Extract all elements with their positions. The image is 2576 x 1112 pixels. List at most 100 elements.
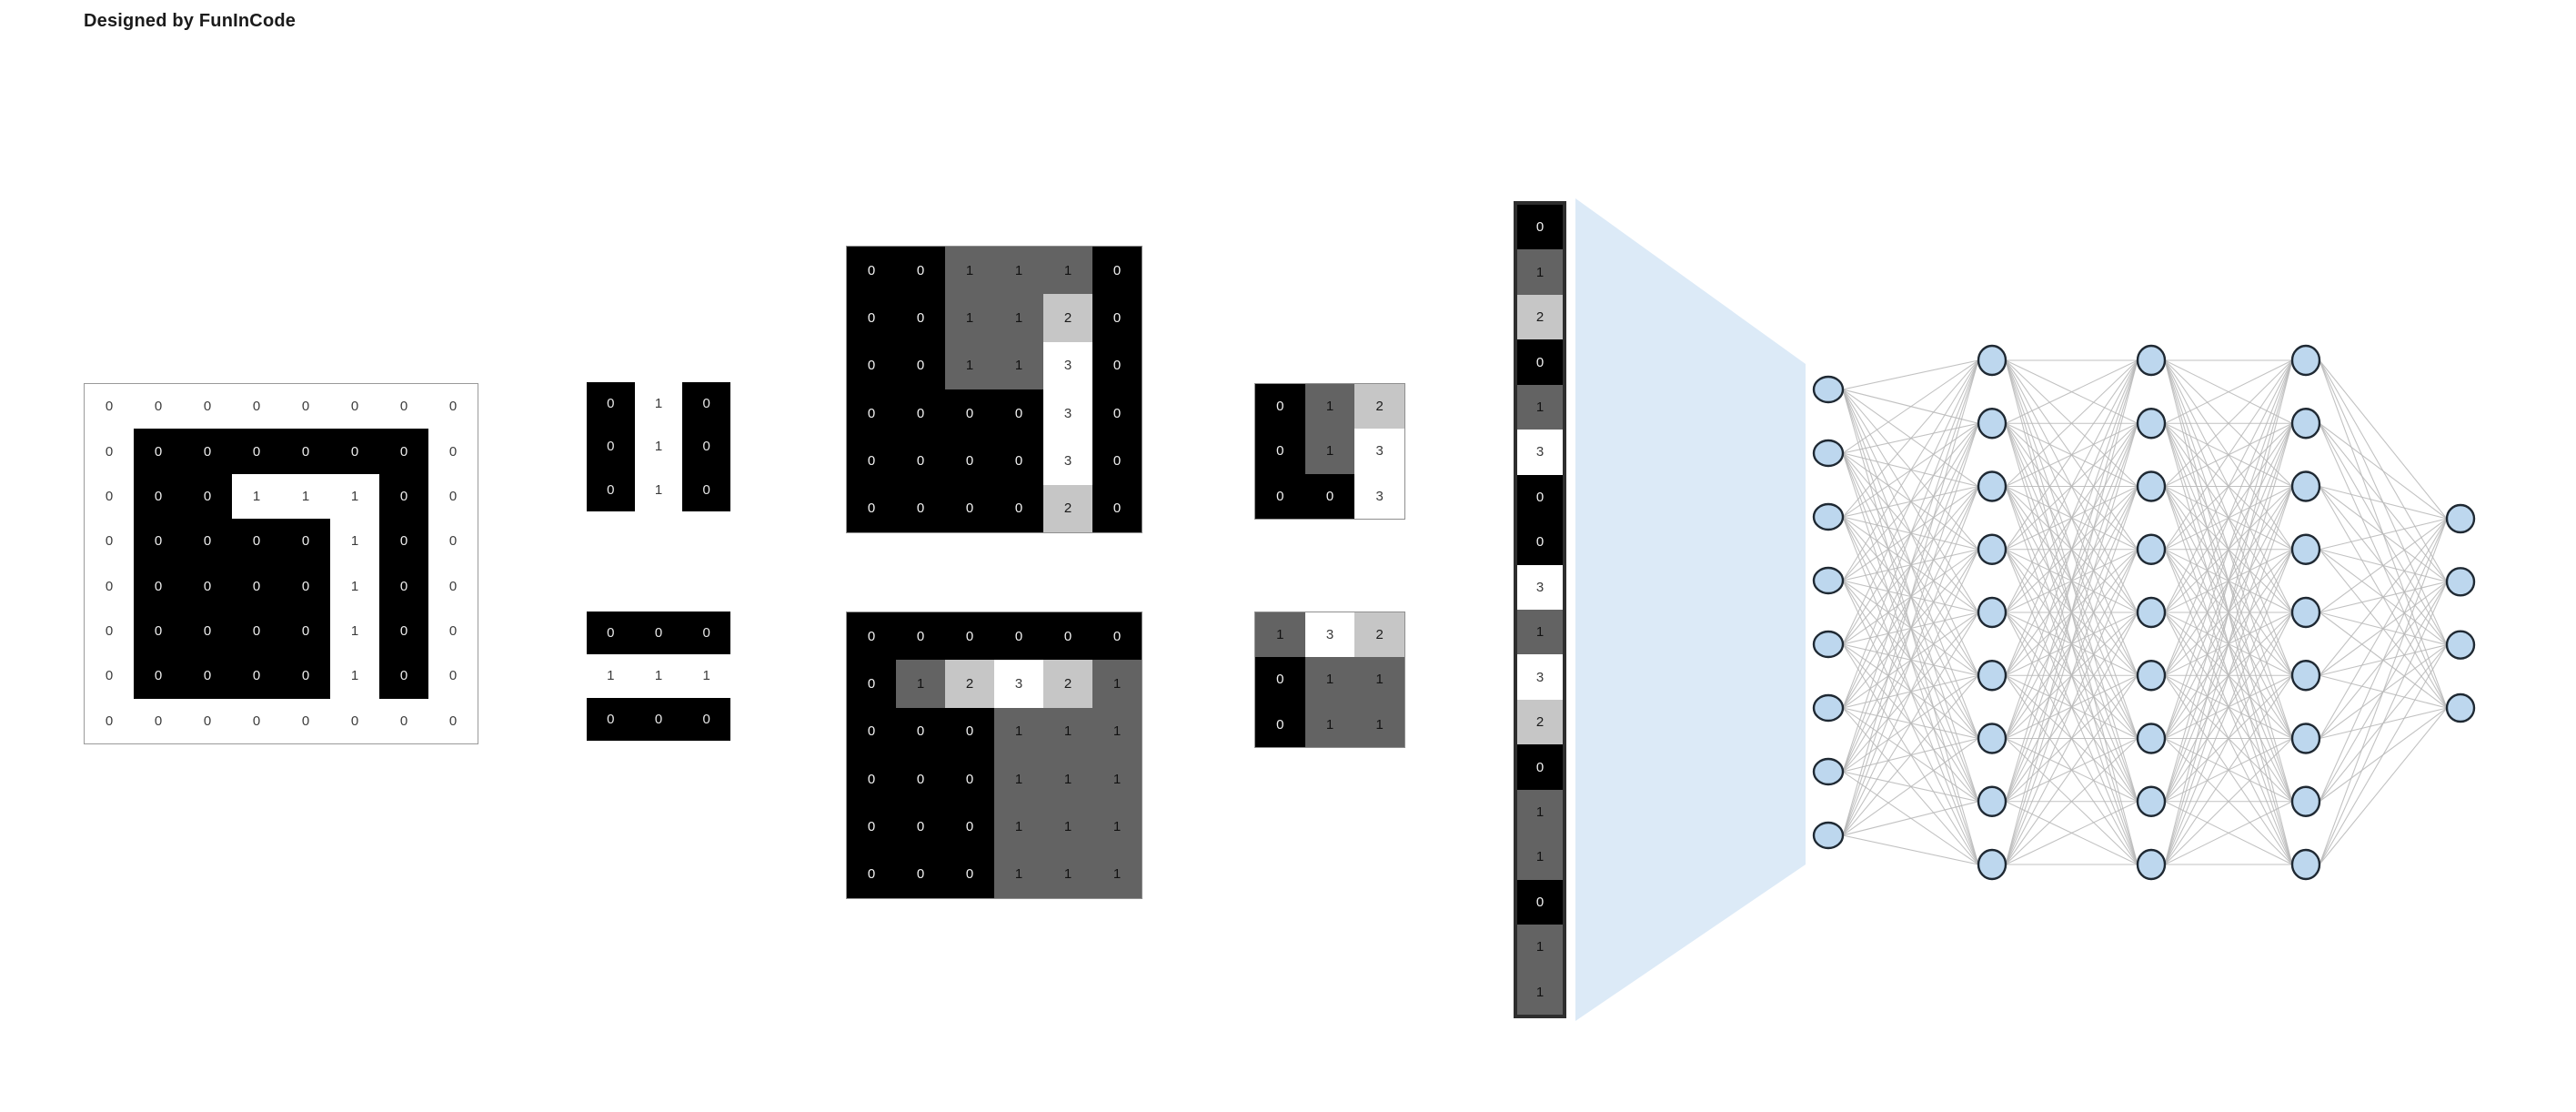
horizontal-edge-kernel-cell: 0 xyxy=(682,612,730,655)
input-image-cell: 0 xyxy=(85,429,134,474)
network-node-l4-n1 xyxy=(2445,567,2476,597)
network-edge xyxy=(2164,422,2293,613)
network-edge xyxy=(2319,422,2448,520)
network-edge xyxy=(1842,801,1979,836)
network-node-l2-n3 xyxy=(2136,533,2167,565)
network-node-l4-n0 xyxy=(2445,503,2476,534)
network-node-l0-n7 xyxy=(1812,821,1845,850)
network-node-l2-n1 xyxy=(2136,408,2167,440)
flatten-vector-cell: 1 xyxy=(1517,384,1563,430)
network-edge xyxy=(2319,486,2448,709)
network-edge xyxy=(2005,486,2138,551)
network-edge xyxy=(2005,359,2138,865)
network-edge xyxy=(1842,389,1979,424)
network-edge xyxy=(2005,801,2138,865)
network-edge xyxy=(2164,549,2293,865)
designer-credit: Designed by FunInCode xyxy=(84,11,297,31)
input-image-cell: 0 xyxy=(428,384,478,430)
network-edges xyxy=(1842,359,2448,865)
network-edge xyxy=(2164,612,2293,676)
feature-map-vertical-cell: 0 xyxy=(847,247,896,295)
feature-map-vertical-cell: 0 xyxy=(847,437,896,485)
network-edge xyxy=(2319,644,2448,739)
network-edge xyxy=(2005,486,2138,676)
network-edge xyxy=(2005,612,2138,865)
network-edge xyxy=(2005,549,2138,739)
input-image-cell: 0 xyxy=(134,519,183,564)
network-edge xyxy=(1842,422,1979,518)
input-image-cell: 0 xyxy=(330,429,379,474)
network-edge xyxy=(2005,359,2138,676)
input-image-cell: 0 xyxy=(379,519,428,564)
input-image-cell: 0 xyxy=(134,608,183,654)
vertical-edge-kernel-cell: 1 xyxy=(634,382,683,426)
input-image-cell: 0 xyxy=(379,429,428,474)
network-edge xyxy=(2005,359,2138,739)
network-edge xyxy=(2005,738,2138,865)
input-image-cell: 0 xyxy=(232,519,281,564)
network-edge xyxy=(2005,612,2138,739)
feature-map-vertical-cell: 0 xyxy=(896,247,945,295)
feature-map-horizontal-cell: 1 xyxy=(1092,850,1142,898)
network-edge xyxy=(1842,359,1979,836)
network-edge xyxy=(2164,486,2293,551)
pooled-map-vertical-cell: 3 xyxy=(1354,429,1404,474)
network-edge xyxy=(2005,486,2138,802)
pooled-map-horizontal-cell: 3 xyxy=(1304,612,1355,658)
pooled-map-horizontal-cell: 1 xyxy=(1304,702,1355,747)
feature-map-vertical-cell: 0 xyxy=(896,437,945,485)
feature-map-horizontal-cell: 2 xyxy=(1043,660,1092,708)
input-image-cell: 0 xyxy=(379,653,428,699)
network-edge xyxy=(1842,612,1979,773)
input-image-cell: 0 xyxy=(379,384,428,430)
network-edge xyxy=(1842,707,1979,740)
network-edge xyxy=(2164,486,2293,865)
network-edge xyxy=(1842,423,1979,836)
network-edge xyxy=(1842,389,1979,865)
network-edge xyxy=(2164,486,2293,802)
input-image-cell: 0 xyxy=(428,653,478,699)
network-edge xyxy=(2005,359,2138,802)
network-edge xyxy=(2005,422,2138,676)
network-edge xyxy=(2164,738,2293,803)
network-edge xyxy=(2164,801,2293,865)
input-image-cell: 0 xyxy=(428,473,478,520)
feature-map-vertical-cell: 1 xyxy=(945,247,994,295)
flatten-vector-cell: 1 xyxy=(1517,834,1563,880)
network-edge xyxy=(2319,581,2448,865)
network-edge xyxy=(1842,580,1979,739)
input-image-cell: 0 xyxy=(85,608,134,654)
network-edge xyxy=(1842,452,1979,865)
vertical-edge-kernel-cell: 0 xyxy=(682,382,730,426)
network-edge xyxy=(2319,644,2448,676)
vertical-edge-kernel-cell: 0 xyxy=(587,468,635,511)
network-edge xyxy=(2005,359,2138,487)
feature-map-horizontal-cell: 1 xyxy=(1043,707,1092,755)
input-image-cell: 1 xyxy=(330,608,379,654)
network-edge xyxy=(2164,674,2293,803)
feature-map-vertical-cell: 1 xyxy=(945,341,994,389)
network-edge xyxy=(2005,612,2138,865)
network-edge xyxy=(2319,518,2448,613)
feature-map-vertical-cell: 2 xyxy=(1043,294,1092,342)
network-edge xyxy=(1842,612,1979,836)
network-edge xyxy=(2164,612,2293,739)
network-edge xyxy=(2005,422,2138,487)
network-edge xyxy=(2005,674,2138,865)
network-edge xyxy=(1842,674,1979,836)
network-edge xyxy=(1842,516,1979,676)
network-edge xyxy=(2164,422,2293,613)
network-edge xyxy=(1842,643,1979,803)
pooled-map-vertical-cell: 3 xyxy=(1354,473,1404,519)
feature-map-horizontal-cell: 0 xyxy=(847,660,896,708)
network-edge xyxy=(2005,359,2138,424)
network-edge xyxy=(2005,549,2138,865)
input-image-cell: 0 xyxy=(85,519,134,564)
network-edge xyxy=(1842,359,1979,709)
network-edge xyxy=(2164,423,2293,676)
network-edge xyxy=(1842,643,1979,676)
input-image-cell: 0 xyxy=(85,384,134,430)
feature-map-vertical-cell: 1 xyxy=(1043,247,1092,295)
network-edge xyxy=(2005,422,2138,613)
